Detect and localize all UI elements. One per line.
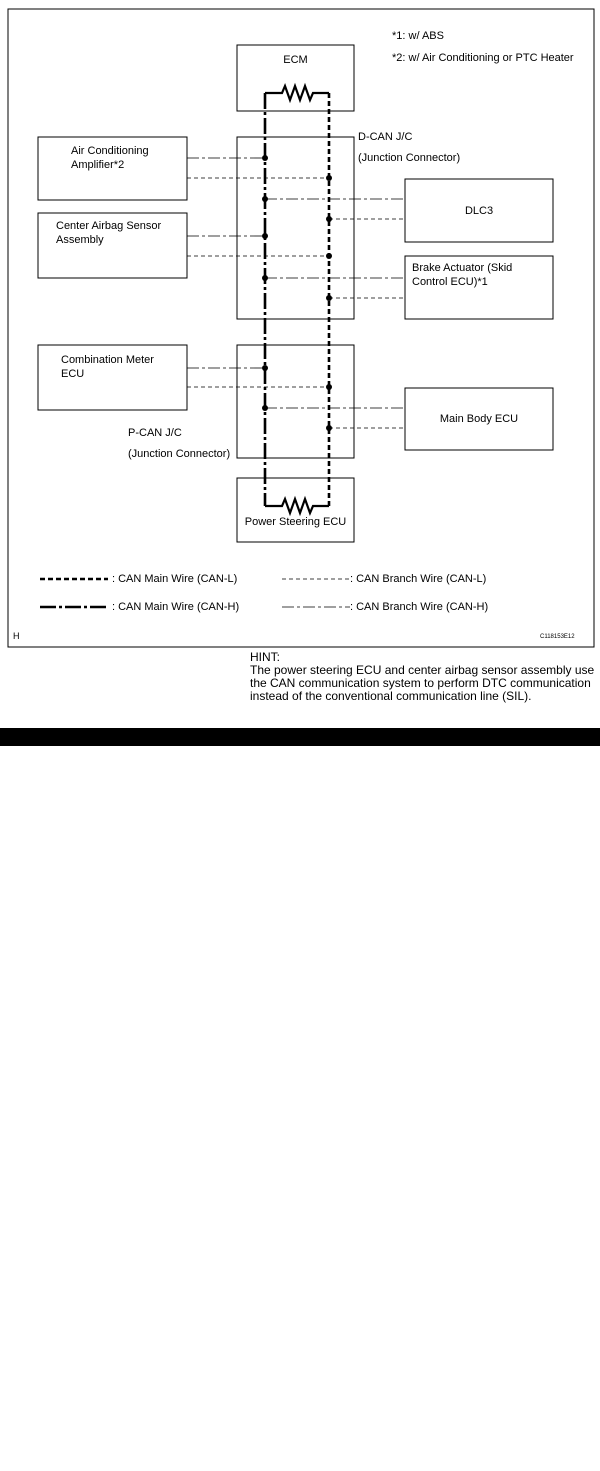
dcan-jc-box	[236, 136, 355, 320]
airbag-sensor-label: Center Airbag Sensor Assembly	[56, 220, 162, 246]
junction-dot	[326, 425, 332, 431]
junction-dot	[326, 295, 332, 301]
figure-code: C118153E12	[540, 634, 575, 640]
power-steering-ecu-box	[236, 477, 355, 543]
legend-main-l: : CAN Main Wire (CAN-L)	[112, 573, 238, 585]
legend-main-h: : CAN Main Wire (CAN-H)	[112, 601, 240, 613]
note-air-conditioning: *2: w/ Air Conditioning or PTC Heater	[392, 52, 574, 64]
legend-branch-l: : CAN Branch Wire (CAN-L)	[350, 573, 487, 585]
pcan-jc-label: P-CAN J/C (Junction Connector)	[128, 427, 231, 460]
junction-dot	[262, 196, 268, 202]
can-network-diagram	[7, 8, 595, 648]
hint-block: HINT: The power steering ECU and center …	[250, 651, 595, 703]
diagram-frame	[7, 8, 595, 648]
junction-dot	[326, 384, 332, 390]
junction-dot	[262, 233, 268, 239]
hint-body: The power steering ECU and center airbag…	[250, 663, 595, 703]
note-abs: *1: w/ ABS	[392, 30, 444, 42]
ecm-label: ECM	[283, 54, 308, 66]
brake-actuator-label: Brake Actuator (Skid Control ECU)*1	[412, 262, 513, 288]
junction-dot	[326, 216, 332, 222]
junction-dot	[262, 155, 268, 161]
dcan-jc-label: D-CAN J/C (Junction Connector)	[358, 131, 461, 164]
junction-dot	[326, 253, 332, 259]
watermark: [868x1055]http://upic.me/	[428, 1458, 594, 1471]
dlc3-box	[404, 178, 554, 243]
legend-branch-h: : CAN Branch Wire (CAN-H)	[350, 601, 489, 613]
footer-bar: [868x1055]http://upic.me/	[0, 728, 600, 1471]
corner-mark: H	[13, 631, 20, 641]
junction-dot	[262, 365, 268, 371]
combination-meter-box	[37, 344, 188, 411]
power-steering-ecu-label: Power Steering ECU	[244, 516, 347, 528]
brake-actuator-box	[404, 255, 554, 320]
main-body-ecu-label: Main Body ECU	[439, 413, 519, 425]
ac-amplifier-box	[37, 136, 188, 201]
airbag-sensor-box	[37, 212, 188, 279]
dlc3-label: DLC3	[464, 205, 494, 217]
ac-amplifier-label: Air Conditioning Amplifier*2	[71, 145, 149, 171]
junction-dot	[326, 175, 332, 181]
junction-dot	[262, 405, 268, 411]
main-body-ecu-box	[404, 387, 554, 451]
hint-title: HINT:	[250, 650, 280, 664]
power-steering-resistor	[265, 495, 329, 517]
ecm-resistor	[265, 82, 329, 104]
ecm-box	[236, 44, 355, 112]
junction-dot	[262, 275, 268, 281]
combination-meter-label: Combination Meter ECU	[61, 354, 154, 380]
pcan-jc-box	[236, 344, 355, 459]
